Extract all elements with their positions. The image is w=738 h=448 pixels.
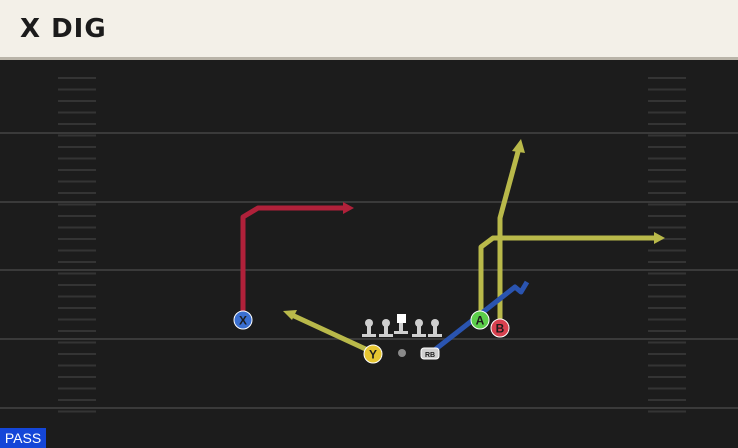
field-diagram: X Y A B RB <box>0 77 738 413</box>
route-a <box>478 232 665 318</box>
yard-lines <box>0 132 738 409</box>
play-header: X DIG <box>0 0 738 60</box>
player-b-label: B <box>496 322 505 336</box>
route-x <box>240 202 354 318</box>
player-x-marker[interactable]: X <box>233 310 253 330</box>
player-y-marker[interactable]: Y <box>363 344 383 364</box>
player-a-label: A <box>476 314 485 328</box>
lineman-icon <box>428 319 442 337</box>
player-y-label: Y <box>369 348 377 362</box>
lineman-icon <box>412 319 426 337</box>
player-b-marker[interactable]: B <box>490 318 510 338</box>
hash-marks <box>58 77 686 413</box>
lineman-icon <box>362 319 376 337</box>
player-rb-label: RB <box>425 352 435 359</box>
play-title: X DIG <box>20 14 107 44</box>
lineman-icon <box>379 319 393 337</box>
quarterback-marker <box>398 349 406 357</box>
player-a-marker[interactable]: A <box>470 310 490 330</box>
route-b <box>497 139 525 326</box>
player-x-label: X <box>239 314 247 328</box>
center-icon <box>394 314 408 334</box>
play-type-badge: PASS <box>0 428 46 448</box>
player-rb-marker[interactable]: RB <box>420 347 440 360</box>
route-y <box>283 310 374 355</box>
offensive-line <box>362 314 442 337</box>
